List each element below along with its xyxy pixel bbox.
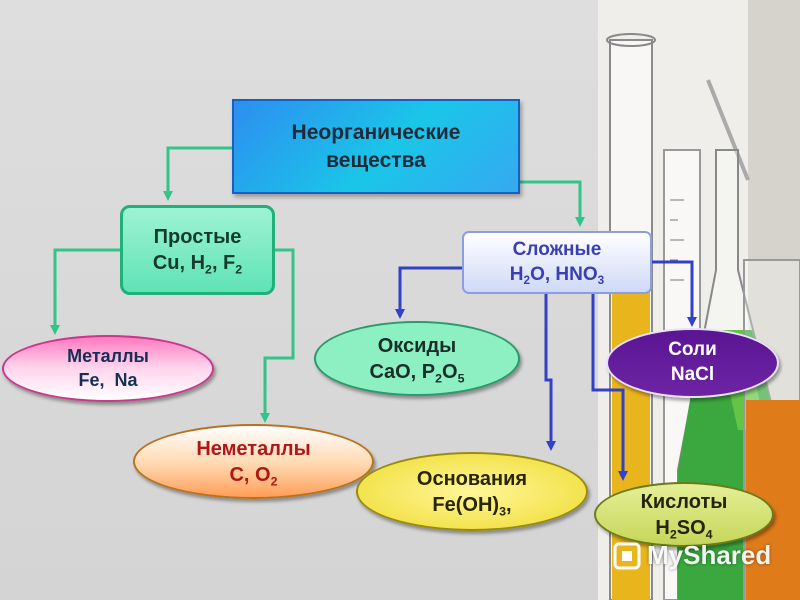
metals-examples: Fe, Na (78, 369, 138, 390)
node-simple-substances: Простые Cu, H2, F2 (120, 205, 275, 295)
root-label-line1: Неорганические (291, 121, 461, 145)
acids-title: Кислоты (640, 490, 728, 513)
arrow-complex-to-acids (591, 294, 628, 481)
node-salts: Соли NaCl (606, 328, 779, 398)
arrow-complex-to-bases (544, 294, 556, 451)
watermark-text: MyShared (647, 540, 772, 570)
arrow-simple-to-metals (50, 248, 120, 335)
simple-formula: Cu, H2, F2 (152, 252, 243, 277)
complex-title: Сложные (512, 238, 602, 260)
node-bases: Основания Fe(OH)3, (356, 452, 588, 531)
myshared-logo-icon (613, 542, 641, 569)
arrow-simple-to-nonmetals (260, 248, 295, 423)
nonmetals-title: Неметаллы (196, 437, 311, 460)
root-label-line2: вещества (326, 148, 426, 172)
bases-title: Основания (416, 467, 528, 490)
node-nonmetals: Неметаллы C, O2 (133, 424, 374, 499)
watermark: MyShared (612, 540, 771, 571)
acids-formula: H2SO4 (655, 516, 713, 541)
nonmetals-formula: C, O2 (229, 463, 278, 488)
arrow-root-to-complex (520, 180, 585, 227)
oxides-formula: CaO, P2O5 (369, 360, 465, 385)
oxides-title: Оксиды (377, 334, 457, 357)
arrow-root-to-simple (163, 146, 232, 201)
node-metals: Металлы Fe, Na (2, 335, 214, 402)
arrow-complex-to-oxides (395, 266, 462, 319)
salts-formula: NaCl (670, 364, 715, 385)
node-acids: Кислоты H2SO4 (594, 482, 774, 547)
simple-title: Простые (153, 226, 242, 248)
metals-title: Металлы (67, 346, 149, 367)
bases-formula: Fe(OH)3, (432, 493, 512, 518)
arrow-complex-to-salts (652, 260, 697, 327)
node-complex-substances: Сложные H2O, HNO3 (462, 231, 652, 294)
node-inorganic-substances: Неорганические вещества (232, 99, 520, 194)
salts-title: Соли (668, 339, 717, 361)
node-oxides: Оксиды CaO, P2O5 (314, 321, 520, 396)
complex-formula: H2O, HNO3 (509, 263, 605, 287)
